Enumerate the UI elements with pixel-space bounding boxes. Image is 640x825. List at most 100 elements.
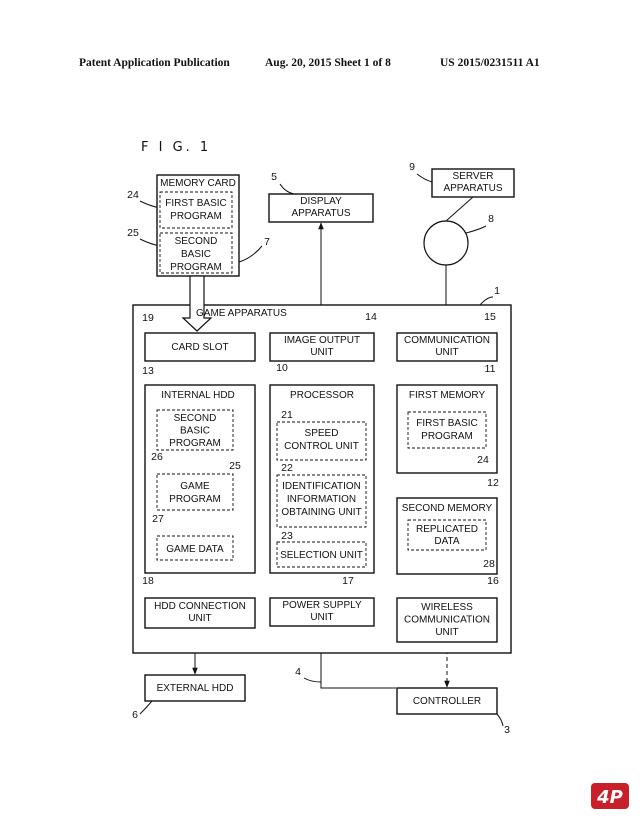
second-basic-program-card-line-2: BASIC [181,249,211,260]
first-basic-program-card-line-2: PROGRAM [170,211,222,222]
leader-server-apparatus [416,173,433,183]
image-output-unit-line-2: UNIT [310,347,333,358]
first-basic-program-card-line-1: FIRST BASIC [165,198,227,209]
power-supply-unit-line-1: POWER SUPPLY [282,600,362,611]
logo-text: 4P [596,787,623,808]
game-apparatus-label: GAME APPARATUS [196,308,287,319]
figure-title: F I G. 1 [141,140,212,155]
hdd-connection-unit-line-2: UNIT [188,613,211,624]
leader-external-hdd [139,700,153,715]
leader-network [465,225,487,234]
identification-unit-line-1: IDENTIFICATION [282,481,361,492]
ref-second-basic-program-card: 25 [127,227,139,239]
ref-server-apparatus: 9 [409,161,415,173]
logo-background [591,783,629,809]
second-basic-program-hdd-line-1: SECOND [174,413,217,424]
server-apparatus-line-2: APPARATUS [443,183,502,194]
ref-identification-unit: 22 [281,462,293,474]
image-output-unit-line-1: IMAGE OUTPUT [284,335,360,346]
external-hdd-box [144,674,246,702]
ref-controller: 3 [504,724,510,736]
first-basic-program-mem-line-2: PROGRAM [421,431,473,442]
hdd-connection-unit-box [144,597,256,629]
server-apparatus-box [431,168,515,198]
second-memory-label: SECOND MEMORY [402,503,493,514]
second-basic-program-hdd-box [156,409,234,451]
identification-unit-line-2: INFORMATION [287,494,356,505]
ref-replicated-data: 28 [483,558,495,570]
second-basic-program-card-box [159,232,233,274]
ref-selection-unit: 23 [281,530,293,542]
ref-wireless-communication-unit: 16 [487,575,499,587]
ref-external-hdd: 6 [132,709,138,721]
ref-second-memory: 12 [487,477,499,489]
ref-card-slot: 19 [142,312,154,324]
leader-controller [496,713,504,727]
power-supply-unit-box [269,597,375,627]
ref-game-program: 26 [151,451,163,463]
ref-game-apparatus: 1 [494,285,500,297]
speed-control-unit-box [276,421,367,461]
ref-image-output-unit: 14 [365,311,377,323]
server-apparatus-line-1: SERVER [453,171,494,182]
power-supply-unit-line-2: UNIT [310,612,333,623]
display-apparatus-line-2: APPARATUS [291,208,350,219]
communication-unit-line-1: COMMUNICATION [404,335,490,346]
game-data-box [156,535,234,561]
first-memory-label: FIRST MEMORY [409,390,486,401]
link-network-server [445,196,474,222]
wireless-communication-unit-box [396,597,498,643]
ref-game-data: 27 [152,513,164,525]
speed-control-unit-line-1: SPEED [305,428,339,439]
internal-hdd-label: INTERNAL HDD [161,390,235,401]
ref-first-basic-program-mem: 24 [477,454,489,466]
watermark-logo: 4P [591,783,629,809]
ref-first-memory: 11 [485,363,496,375]
ref-power-line: 4 [295,666,301,678]
hdd-connection-unit-line-1: HDD CONNECTION [154,601,246,612]
external-hdd-line-1: EXTERNAL HDD [157,683,234,694]
second-basic-program-card-line-3: PROGRAM [170,262,222,273]
memory-card-label: MEMORY CARD [160,178,236,189]
display-apparatus-box [268,193,374,223]
card-slot-box [144,332,256,362]
publication-label: Patent Application Publication [79,57,230,69]
date-sheet-label: Aug. 20, 2015 Sheet 1 of 8 [265,57,391,69]
game-program-line-2: PROGRAM [169,494,221,505]
wireless-communication-unit-line-1: WIRELESS [421,602,473,613]
first-basic-program-mem-box [407,411,487,449]
replicated-data-line-1: REPLICATED [416,524,478,535]
ref-power-supply-unit: 17 [342,575,354,587]
leader-display-apparatus [279,183,295,195]
publication-number: US 2015/0231511 A1 [440,57,540,69]
insert-arrow [181,275,213,332]
second-basic-program-hdd-line-2: BASIC [180,426,210,437]
card-slot-line-1: CARD SLOT [171,342,228,353]
image-output-unit-box [269,332,375,362]
identification-unit-line-3: OBTAINING UNIT [281,507,361,518]
identification-unit-box [276,474,367,528]
ref-speed-control-unit: 21 [281,409,293,421]
second-basic-program-card-line-1: SECOND [175,236,218,247]
first-basic-program-card-box [159,191,233,229]
replicated-data-line-2: DATA [434,536,460,547]
communication-unit-box [396,332,498,362]
second-basic-program-hdd-line-3: PROGRAM [169,438,221,449]
ref-internal-hdd: 13 [142,365,154,377]
leader-power-line [303,677,322,683]
selection-unit-line-1: SELECTION UNIT [280,550,363,561]
ref-memory-card: 7 [264,236,270,248]
game-program-box [156,473,234,511]
communication-unit-line-2: UNIT [435,347,458,358]
first-basic-program-mem-line-1: FIRST BASIC [416,418,478,429]
replicated-data-box [407,519,487,551]
game-program-line-1: GAME [180,481,210,492]
selection-unit-box [276,541,367,568]
ref-communication-unit: 15 [484,311,496,323]
leader-game-apparatus [479,296,494,306]
ref-network: 8 [488,213,494,225]
ref-hdd-connection-unit: 18 [142,575,154,587]
wireless-communication-unit-line-2: COMMUNICATION [404,615,490,626]
